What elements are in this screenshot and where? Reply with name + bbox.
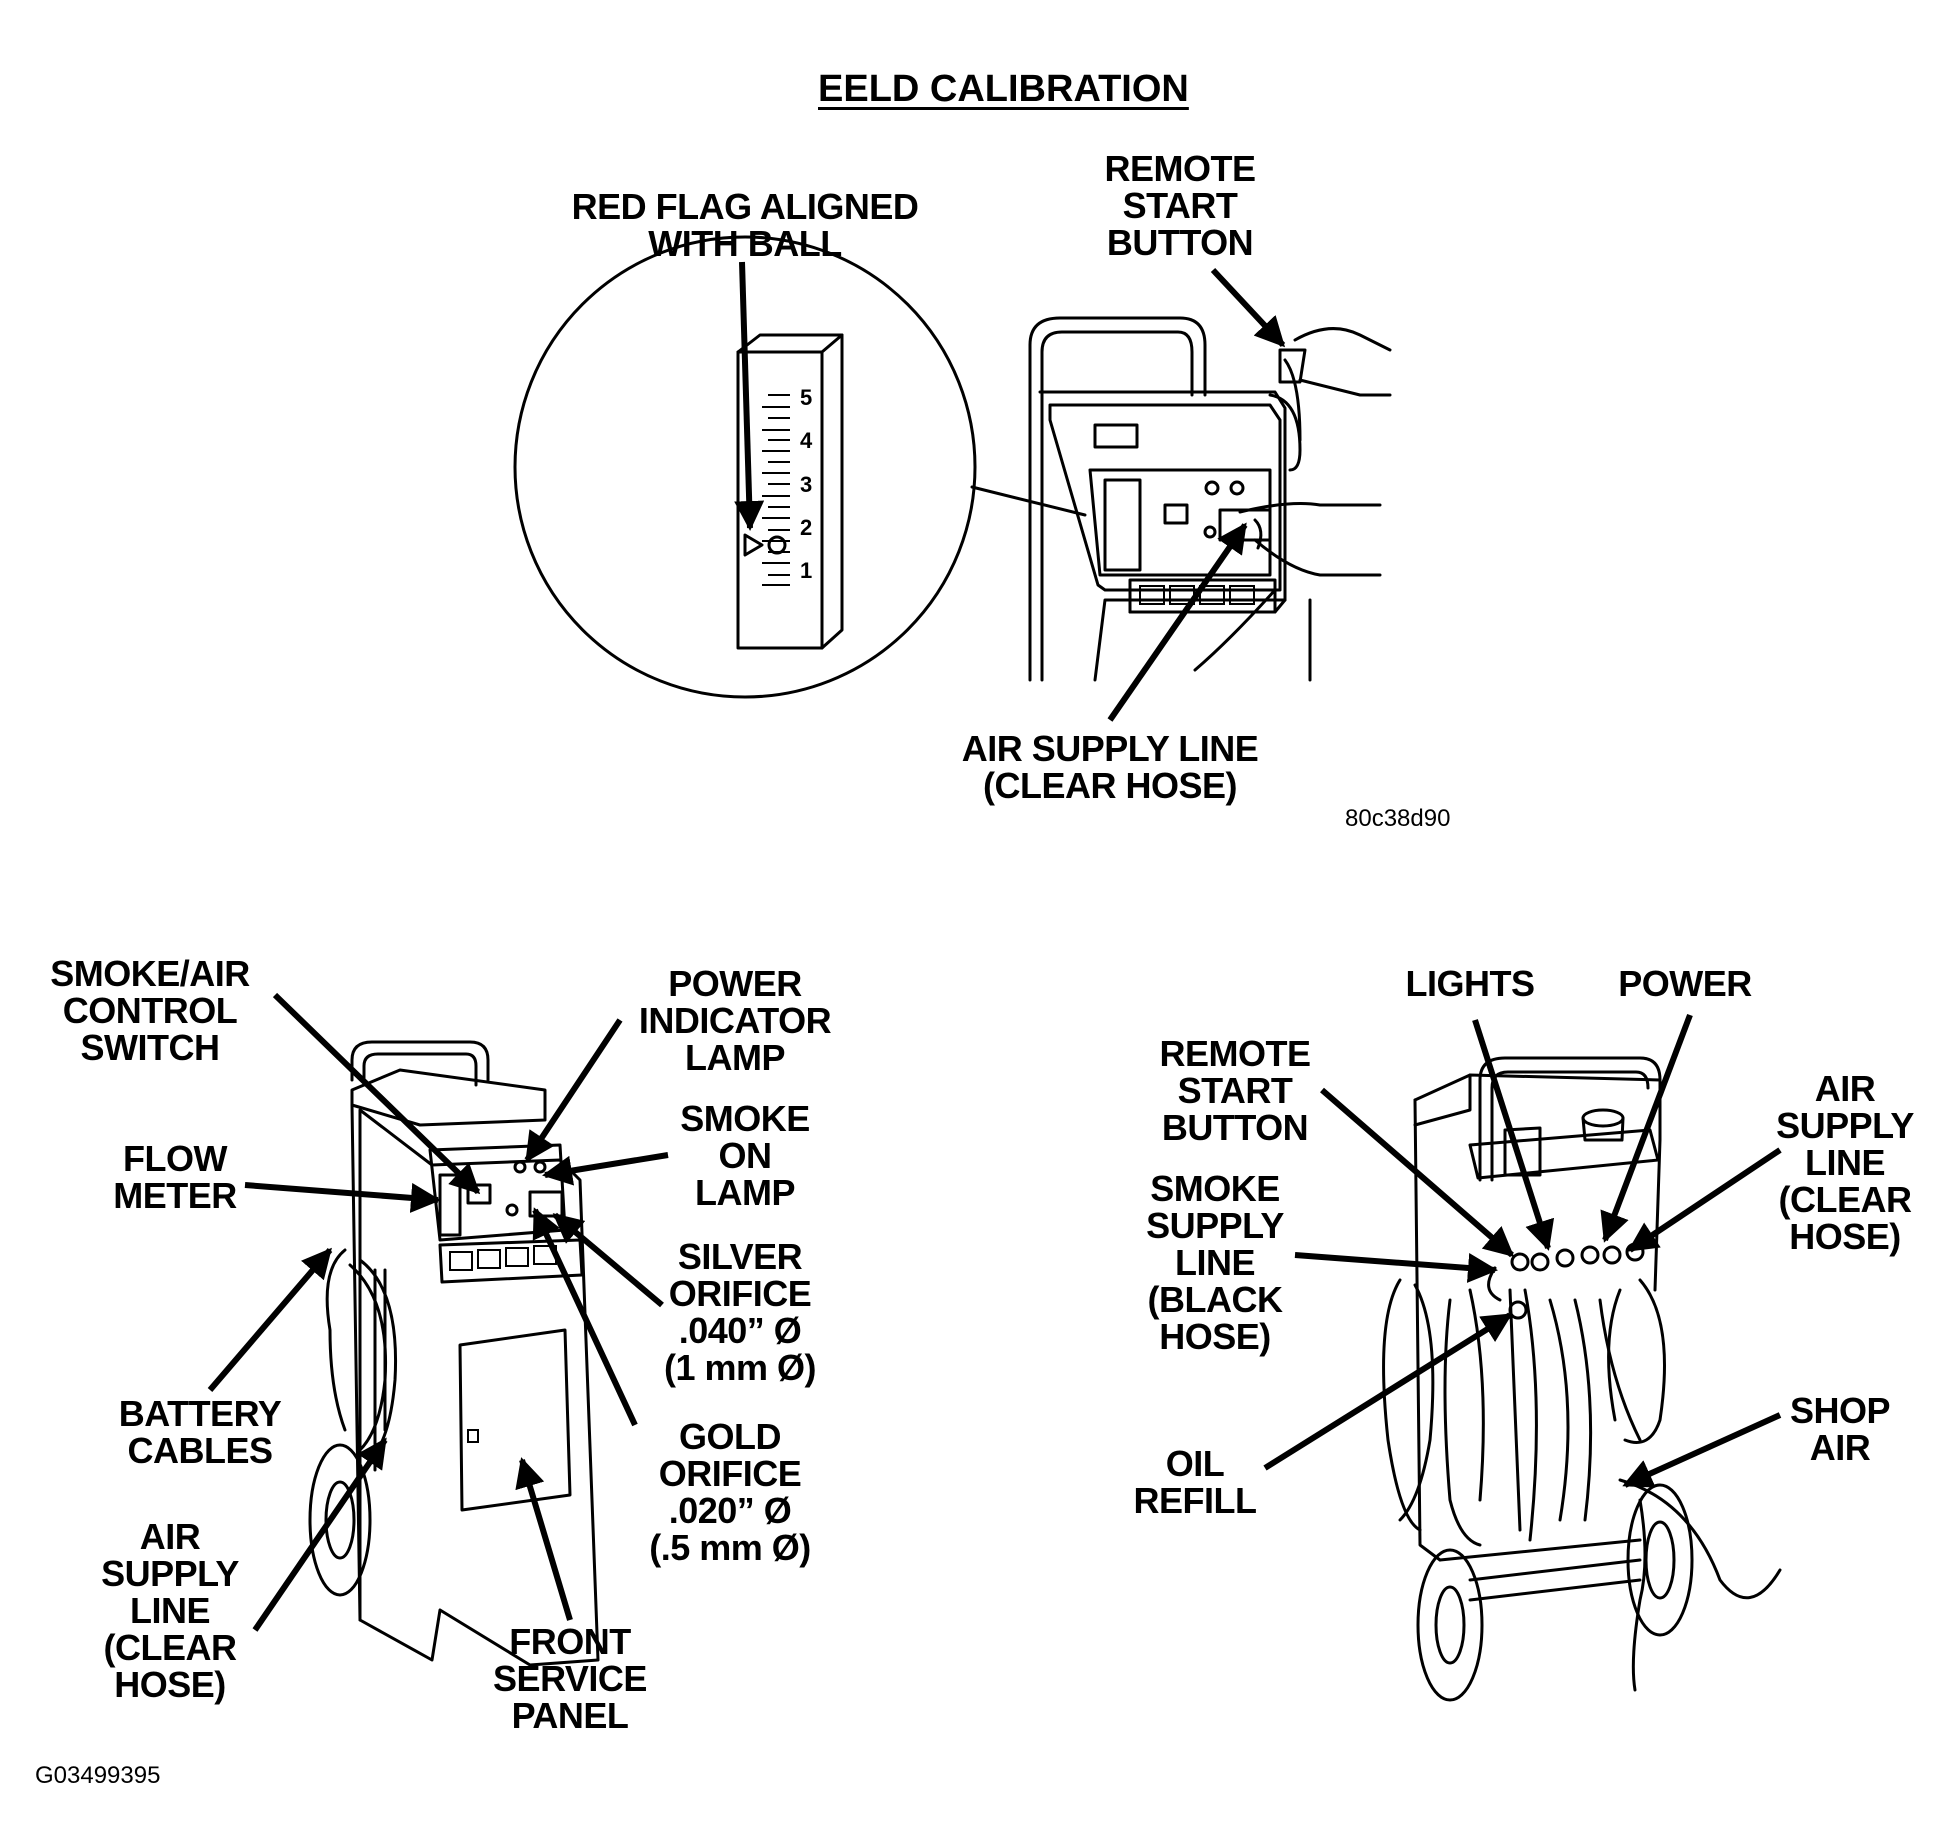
silver-orifice-label: SILVER ORIFICE .040” Ø (1 mm Ø) [663, 1236, 817, 1388]
shop-air-label: SHOP AIR [1789, 1390, 1891, 1468]
figure-code: 80c38d90 [1345, 805, 1451, 832]
smoke-on-lamp-label: SMOKE ON LAMP [680, 1098, 810, 1213]
scale-mark-1: 1 [800, 558, 813, 583]
eeld-machine-top [1028, 267, 1392, 722]
flow-meter-label: FLOW METER [113, 1138, 237, 1216]
page-title: EELD CALIBRATION [818, 68, 1189, 110]
red-flag-label: RED FLAG ALIGNED WITH BALL [571, 186, 919, 264]
scale-mark-5: 5 [800, 385, 813, 410]
gold-orifice-label: GOLD ORIFICE .020” Ø (.5 mm Ø) [649, 1416, 811, 1568]
scale-mark-2: 2 [800, 515, 813, 540]
scale-mark-3: 3 [800, 472, 813, 497]
footer-code: G03499395 [35, 1762, 161, 1789]
eeld-machine-front [207, 992, 669, 1667]
right-remote-start-label: REMOTE START BUTTON [1159, 1033, 1311, 1148]
top-air-supply-label: AIR SUPPLY LINE (CLEAR HOSE) [961, 728, 1259, 806]
power-indicator-lamp-label: POWER INDICATOR LAMP [638, 963, 832, 1078]
flow-meter-magnified-view [513, 235, 1087, 699]
right-air-supply-line-label: AIR SUPPLY LINE (CLEAR HOSE) [1776, 1068, 1914, 1257]
smoke-supply-line-label: SMOKE SUPPLY LINE (BLACK HOSE) [1146, 1168, 1284, 1357]
smoke-air-switch-label: SMOKE/AIR CONTROL SWITCH [50, 953, 250, 1068]
oil-refill-label: OIL REFILL [1133, 1443, 1257, 1521]
left-air-supply-line-label: AIR SUPPLY LINE (CLEAR HOSE) [101, 1516, 239, 1705]
top-remote-start-label: REMOTE START BUTTON [1104, 148, 1256, 263]
battery-cables-label: BATTERY CABLES [118, 1393, 282, 1471]
eeld-machine-rear [1263, 1013, 1782, 1702]
front-service-panel-label: FRONT SERVICE PANEL [493, 1621, 647, 1736]
scale-mark-4: 4 [800, 428, 813, 453]
power-label: POWER [1618, 963, 1752, 1004]
lights-label: LIGHTS [1405, 963, 1536, 1004]
